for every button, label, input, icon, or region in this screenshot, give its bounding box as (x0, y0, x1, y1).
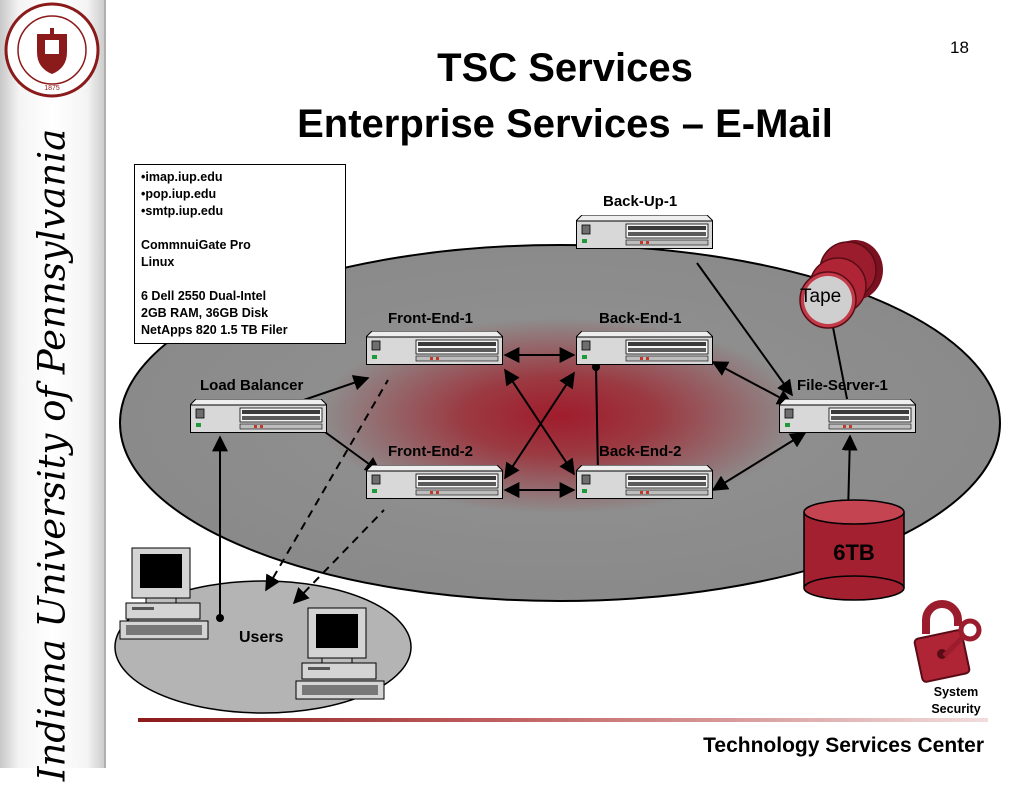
slide-title: TSC Services (437, 46, 693, 90)
front-end-1-server-icon (364, 330, 505, 365)
back-end-1-server-icon (574, 330, 715, 365)
tape-icon (799, 240, 883, 329)
info-line: •pop.iup.edu (141, 187, 217, 201)
link-backup-fileserver (696, 262, 793, 397)
load-balancer-label: Load Balancer (200, 377, 304, 394)
users-label: Users (239, 629, 284, 646)
desktop-computer-icon (295, 607, 385, 700)
front-end-2-server-icon (364, 464, 505, 499)
load-balancer-server-icon (188, 398, 329, 433)
slide-subtitle: Enterprise Services – E-Mail (297, 102, 833, 146)
backup-server-icon (574, 214, 715, 249)
info-line: CommnuiGate Pro (141, 238, 251, 252)
link-back1-back2 (595, 366, 599, 475)
link-back1-fileserver (711, 361, 794, 405)
back-end-2-label: Back-End-2 (599, 443, 682, 460)
info-line: •smtp.iup.edu (141, 204, 224, 218)
info-line: NetApps 820 1.5 TB Filer (141, 323, 288, 337)
server-info-box: •imap.iup.edu •pop.iup.edu •smtp.iup.edu… (134, 164, 346, 344)
desktop-computer-icon (119, 547, 209, 640)
front-end-2-label: Front-End-2 (388, 443, 473, 460)
padlock-key-icon (913, 600, 982, 683)
sidebar (0, 0, 106, 768)
link-back2-fileserver (711, 432, 807, 491)
front-end-1-label: Front-End-1 (388, 310, 473, 327)
link-users-front2 (292, 509, 385, 605)
seal-year: 1875 (44, 85, 60, 92)
info-line: Linux (141, 255, 175, 269)
file-server-label: File-Server-1 (797, 377, 888, 394)
link-front2-back1 (504, 371, 575, 480)
file-server-icon (777, 398, 918, 433)
storage-disk-icon (803, 499, 905, 601)
back-end-2-server-icon (574, 464, 715, 499)
tape-label: Tape (800, 286, 842, 307)
storage-label: 6TB (833, 540, 875, 565)
back-end-1-label: Back-End-1 (599, 310, 682, 327)
info-line: 2GB RAM, 36GB Disk (141, 306, 269, 320)
footer-divider (138, 718, 988, 722)
sidebar-divider (104, 0, 106, 768)
footer-text: Technology Services Center (703, 734, 984, 757)
info-line: 6 Dell 2550 Dual-Intel (141, 289, 267, 303)
info-line: •imap.iup.edu (141, 170, 223, 184)
system-security-label: System Security (931, 685, 981, 716)
page-number: 18 (950, 38, 969, 57)
university-seal-icon: 1875 (4, 2, 100, 98)
link-users-front1 (265, 379, 389, 592)
backup-label: Back-Up-1 (603, 193, 678, 210)
